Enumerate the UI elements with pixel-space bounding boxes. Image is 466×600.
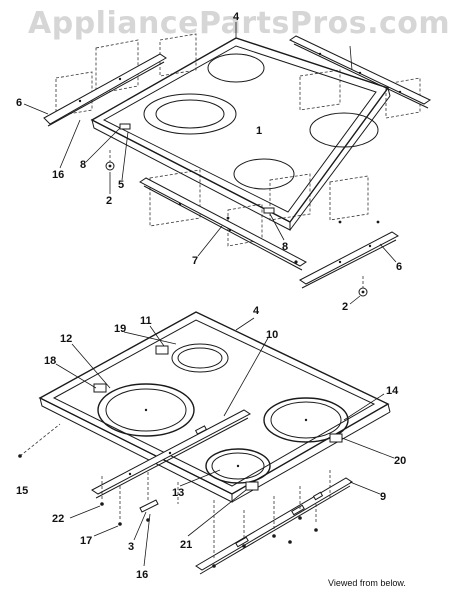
callout-bottom-21: 21 bbox=[180, 539, 193, 551]
bottom-cooktop-frame bbox=[38, 311, 391, 503]
view-caption: Viewed from below. bbox=[328, 578, 406, 588]
callout-bottom-14: 14 bbox=[386, 385, 399, 397]
callout-top-4: 4 bbox=[233, 11, 240, 23]
callout-bottom-15: 15 bbox=[16, 485, 29, 497]
callout-top-8-left: 8 bbox=[80, 159, 87, 171]
callout-bottom-12: 12 bbox=[60, 333, 73, 345]
callout-bottom-16: 16 bbox=[136, 569, 149, 581]
top-cooktop-glass bbox=[55, 33, 421, 247]
callout-top-2-left: 2 bbox=[106, 195, 113, 207]
callout-bottom-19: 19 bbox=[114, 323, 127, 335]
callout-top-2-right: 2 bbox=[342, 301, 349, 313]
top-trim-strip-back bbox=[288, 35, 432, 109]
callout-bottom-13: 13 bbox=[172, 487, 185, 499]
bottom-dashed-screw-lines bbox=[19, 423, 331, 560]
bottom-screws bbox=[18, 454, 318, 568]
top-side-trim-left bbox=[43, 53, 167, 127]
callout-top-5: 5 bbox=[118, 179, 125, 191]
top-fasteners bbox=[105, 150, 368, 297]
top-side-trim-right bbox=[299, 231, 399, 289]
callout-top-7: 7 bbox=[192, 255, 199, 267]
callout-top-16: 16 bbox=[52, 169, 65, 181]
top-leader-lines bbox=[23, 22, 397, 305]
callout-top-1: 1 bbox=[256, 125, 263, 137]
bottom-support-bracket-left bbox=[91, 409, 251, 499]
callout-bottom-20: 20 bbox=[394, 455, 407, 467]
callout-top-8-right: 8 bbox=[282, 241, 289, 253]
callout-bottom-4: 4 bbox=[253, 305, 260, 317]
callout-bottom-3: 3 bbox=[128, 541, 135, 553]
callout-top-6-right: 6 bbox=[396, 261, 403, 273]
watermark-text: AppliancePartsPros.com bbox=[28, 6, 451, 41]
callout-bottom-18: 18 bbox=[44, 355, 57, 367]
callout-bottom-10: 10 bbox=[266, 329, 279, 341]
callout-bottom-9: 9 bbox=[380, 491, 387, 503]
callout-top-6-left: 6 bbox=[16, 97, 23, 109]
callout-bottom-22: 22 bbox=[52, 513, 65, 525]
callout-bottom-17: 17 bbox=[80, 535, 93, 547]
bottom-clip bbox=[139, 499, 159, 513]
callout-bottom-11: 11 bbox=[140, 315, 152, 327]
bottom-leader-lines bbox=[55, 317, 395, 567]
top-front-trim bbox=[139, 177, 307, 271]
